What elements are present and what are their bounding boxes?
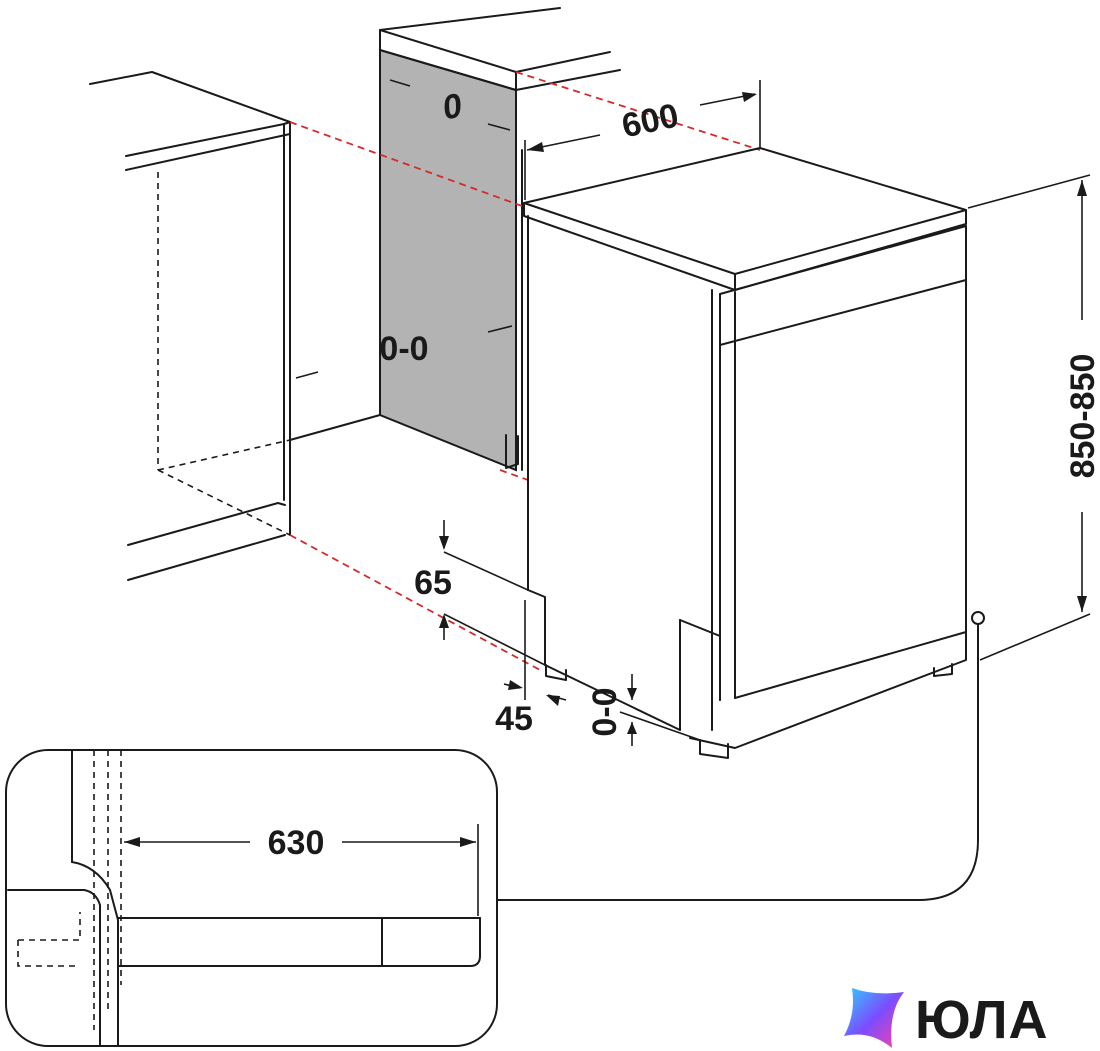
detail-inset: [5, 623, 979, 1047]
width-dimension: [524, 80, 761, 200]
yula-watermark: ЮЛА: [844, 988, 1049, 1050]
plinth-recess-label: 45: [495, 700, 533, 738]
height-dimension: [967, 174, 1091, 661]
plinth-height-label: 65: [414, 564, 452, 602]
depth-label: 630: [268, 824, 325, 862]
foot-adjust-label: 0-0: [586, 687, 624, 736]
foot-adjust-dimension: [619, 674, 701, 746]
side-panel: [379, 7, 621, 472]
yula-logo-icon: [844, 988, 904, 1048]
width-label: 600: [619, 96, 682, 145]
yula-logo-text: ЮЛА: [915, 990, 1049, 1050]
plinth-height-dimension: [439, 520, 546, 666]
alignment-guides: [289, 71, 761, 671]
dishwasher: [523, 147, 985, 759]
height-label: 850-850: [1064, 354, 1100, 479]
back-gap-label: 0-0: [379, 330, 428, 368]
plinth-recess-dimension: [503, 600, 567, 706]
left-cabinet: [89, 71, 381, 581]
